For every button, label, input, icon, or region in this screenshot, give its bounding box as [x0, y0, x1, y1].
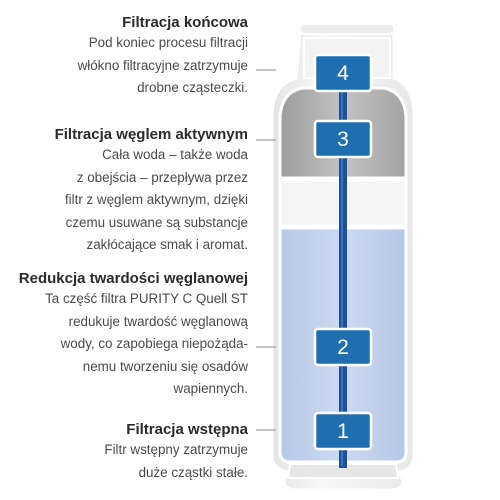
stage-3-heading: Filtracja węglem aktywnym: [54, 126, 248, 143]
stage-badge-3-label: 3: [337, 128, 349, 151]
stage-4-line-2: włókno filtracyjne zatrzymuje: [77, 57, 248, 73]
stage-3-line-3: filtr z węglem aktywnym, dzięki: [64, 192, 248, 207]
central-flow-rod-highlight: [341, 60, 343, 466]
stage-2-line-1: Ta część filtra PURITY C Quell ST: [45, 291, 248, 306]
stage-3-line-4: czemu usuwane są substancje: [65, 214, 248, 230]
stage-2-line-2: redukuje twardość węglanową: [68, 313, 248, 329]
stage-2-line-3: wody, co zapobiega niepożąda-: [60, 336, 248, 351]
stage-1-line-1: Filtr wstępny zatrzymuje: [104, 442, 248, 457]
stage-4-line-3: drobne cząsteczki.: [137, 80, 248, 95]
stage-badge-1-label: 1: [337, 420, 349, 443]
stage-2-heading: Redukcja twardości węglanowej: [18, 270, 248, 287]
stage-3-description: Filtracja węglem aktywnym Cała woda – ta…: [55, 125, 248, 257]
stage-badge-4-label: 4: [337, 62, 349, 85]
stage-badge-3: 3: [313, 119, 373, 159]
stage-4-description: Filtracja końcowa Pod koniec procesu fil…: [78, 13, 248, 100]
stage-1-line-2: duże cząstki stałe.: [138, 464, 248, 480]
stage-badge-1: 1: [313, 411, 373, 451]
stage-2-line-5: wapiennych.: [173, 381, 248, 396]
stage-badge-2: 2: [313, 327, 373, 367]
stage-4-heading: Filtracja końcowa: [122, 14, 248, 31]
inlet-base: [286, 463, 400, 479]
stage-3-line-5: zakłócające smak i aromat.: [86, 237, 249, 252]
stage-2-description: Redukcja twardości węglanowej Ta część f…: [19, 269, 248, 401]
stage-badge-2-label: 2: [337, 336, 349, 359]
stage-1-heading: Filtracja wstępna: [126, 421, 248, 438]
stage-4-line-1: Pod koniec procesu filtracji: [88, 35, 248, 50]
stage-1-description: Filtracja wstępna Filtr wstępny zatrzymu…: [104, 420, 248, 484]
stage-badge-4: 4: [313, 53, 373, 93]
cartridge-cap-rim: [299, 23, 395, 35]
stage-3-line-2: z obejścia – przepływa przez: [76, 169, 248, 185]
stage-2-line-4: nemu tworzeniu się osadów: [82, 358, 248, 374]
stage-3-line-1: Cała woda – także woda: [102, 147, 248, 162]
